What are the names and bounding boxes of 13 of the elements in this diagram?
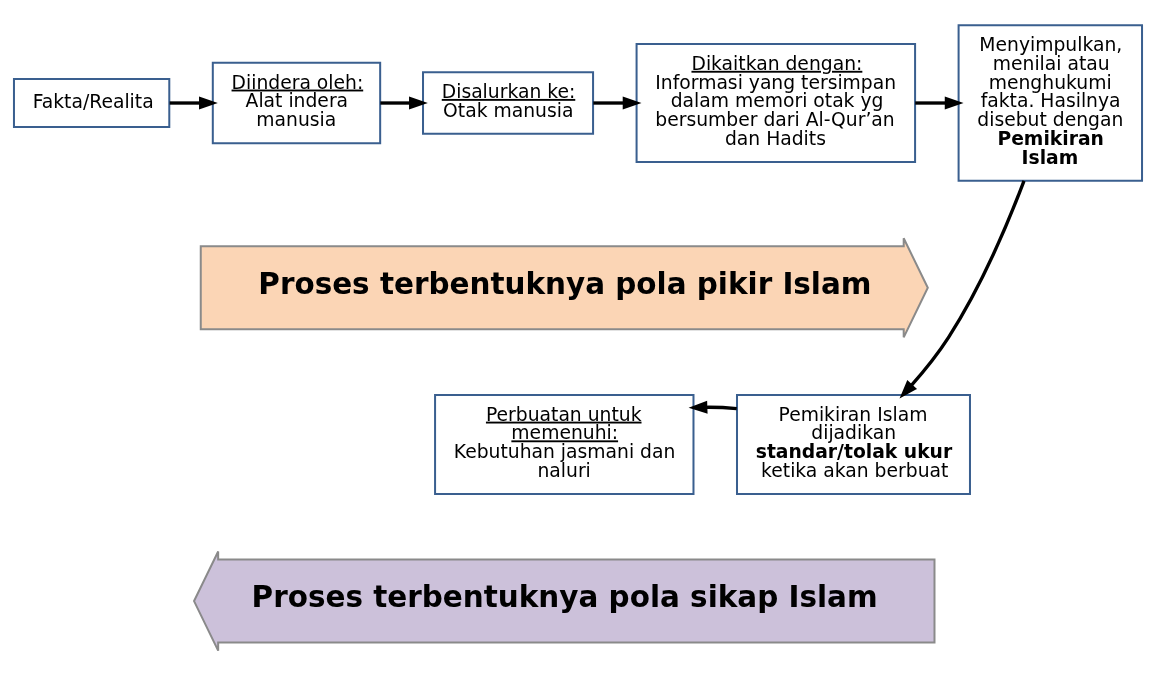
arrow (688, 400, 737, 414)
arrow (593, 95, 642, 110)
node-box: Perbuatan untuk memenuhi: Kebutuhan jasmani dan naluri (434, 393, 695, 495)
node-box: Pemikiran Islam dijadikan standar/tolak ukur ketika akan berbuat (736, 393, 971, 495)
arrow (915, 95, 964, 110)
arrow (380, 95, 428, 110)
arrow (899, 179, 1026, 398)
node-box: Diindera oleh: Alat indera manusia (211, 61, 382, 144)
node-box: Disalurkan ke: Otak manusia (422, 70, 595, 135)
node-box: Dikaitkan dengan: Informasi yang tersimpan dalam memori otak yg bersumber dari Al-Qur’an dan Hadits (635, 42, 917, 163)
node-box: Menyimpulkan, menilai atau menghukumi fakta. Hasilnya disebut dengan Pemikiran Islam (957, 23, 1144, 182)
node-box: Fakta/Realita (12, 77, 171, 128)
arrow (169, 95, 218, 110)
